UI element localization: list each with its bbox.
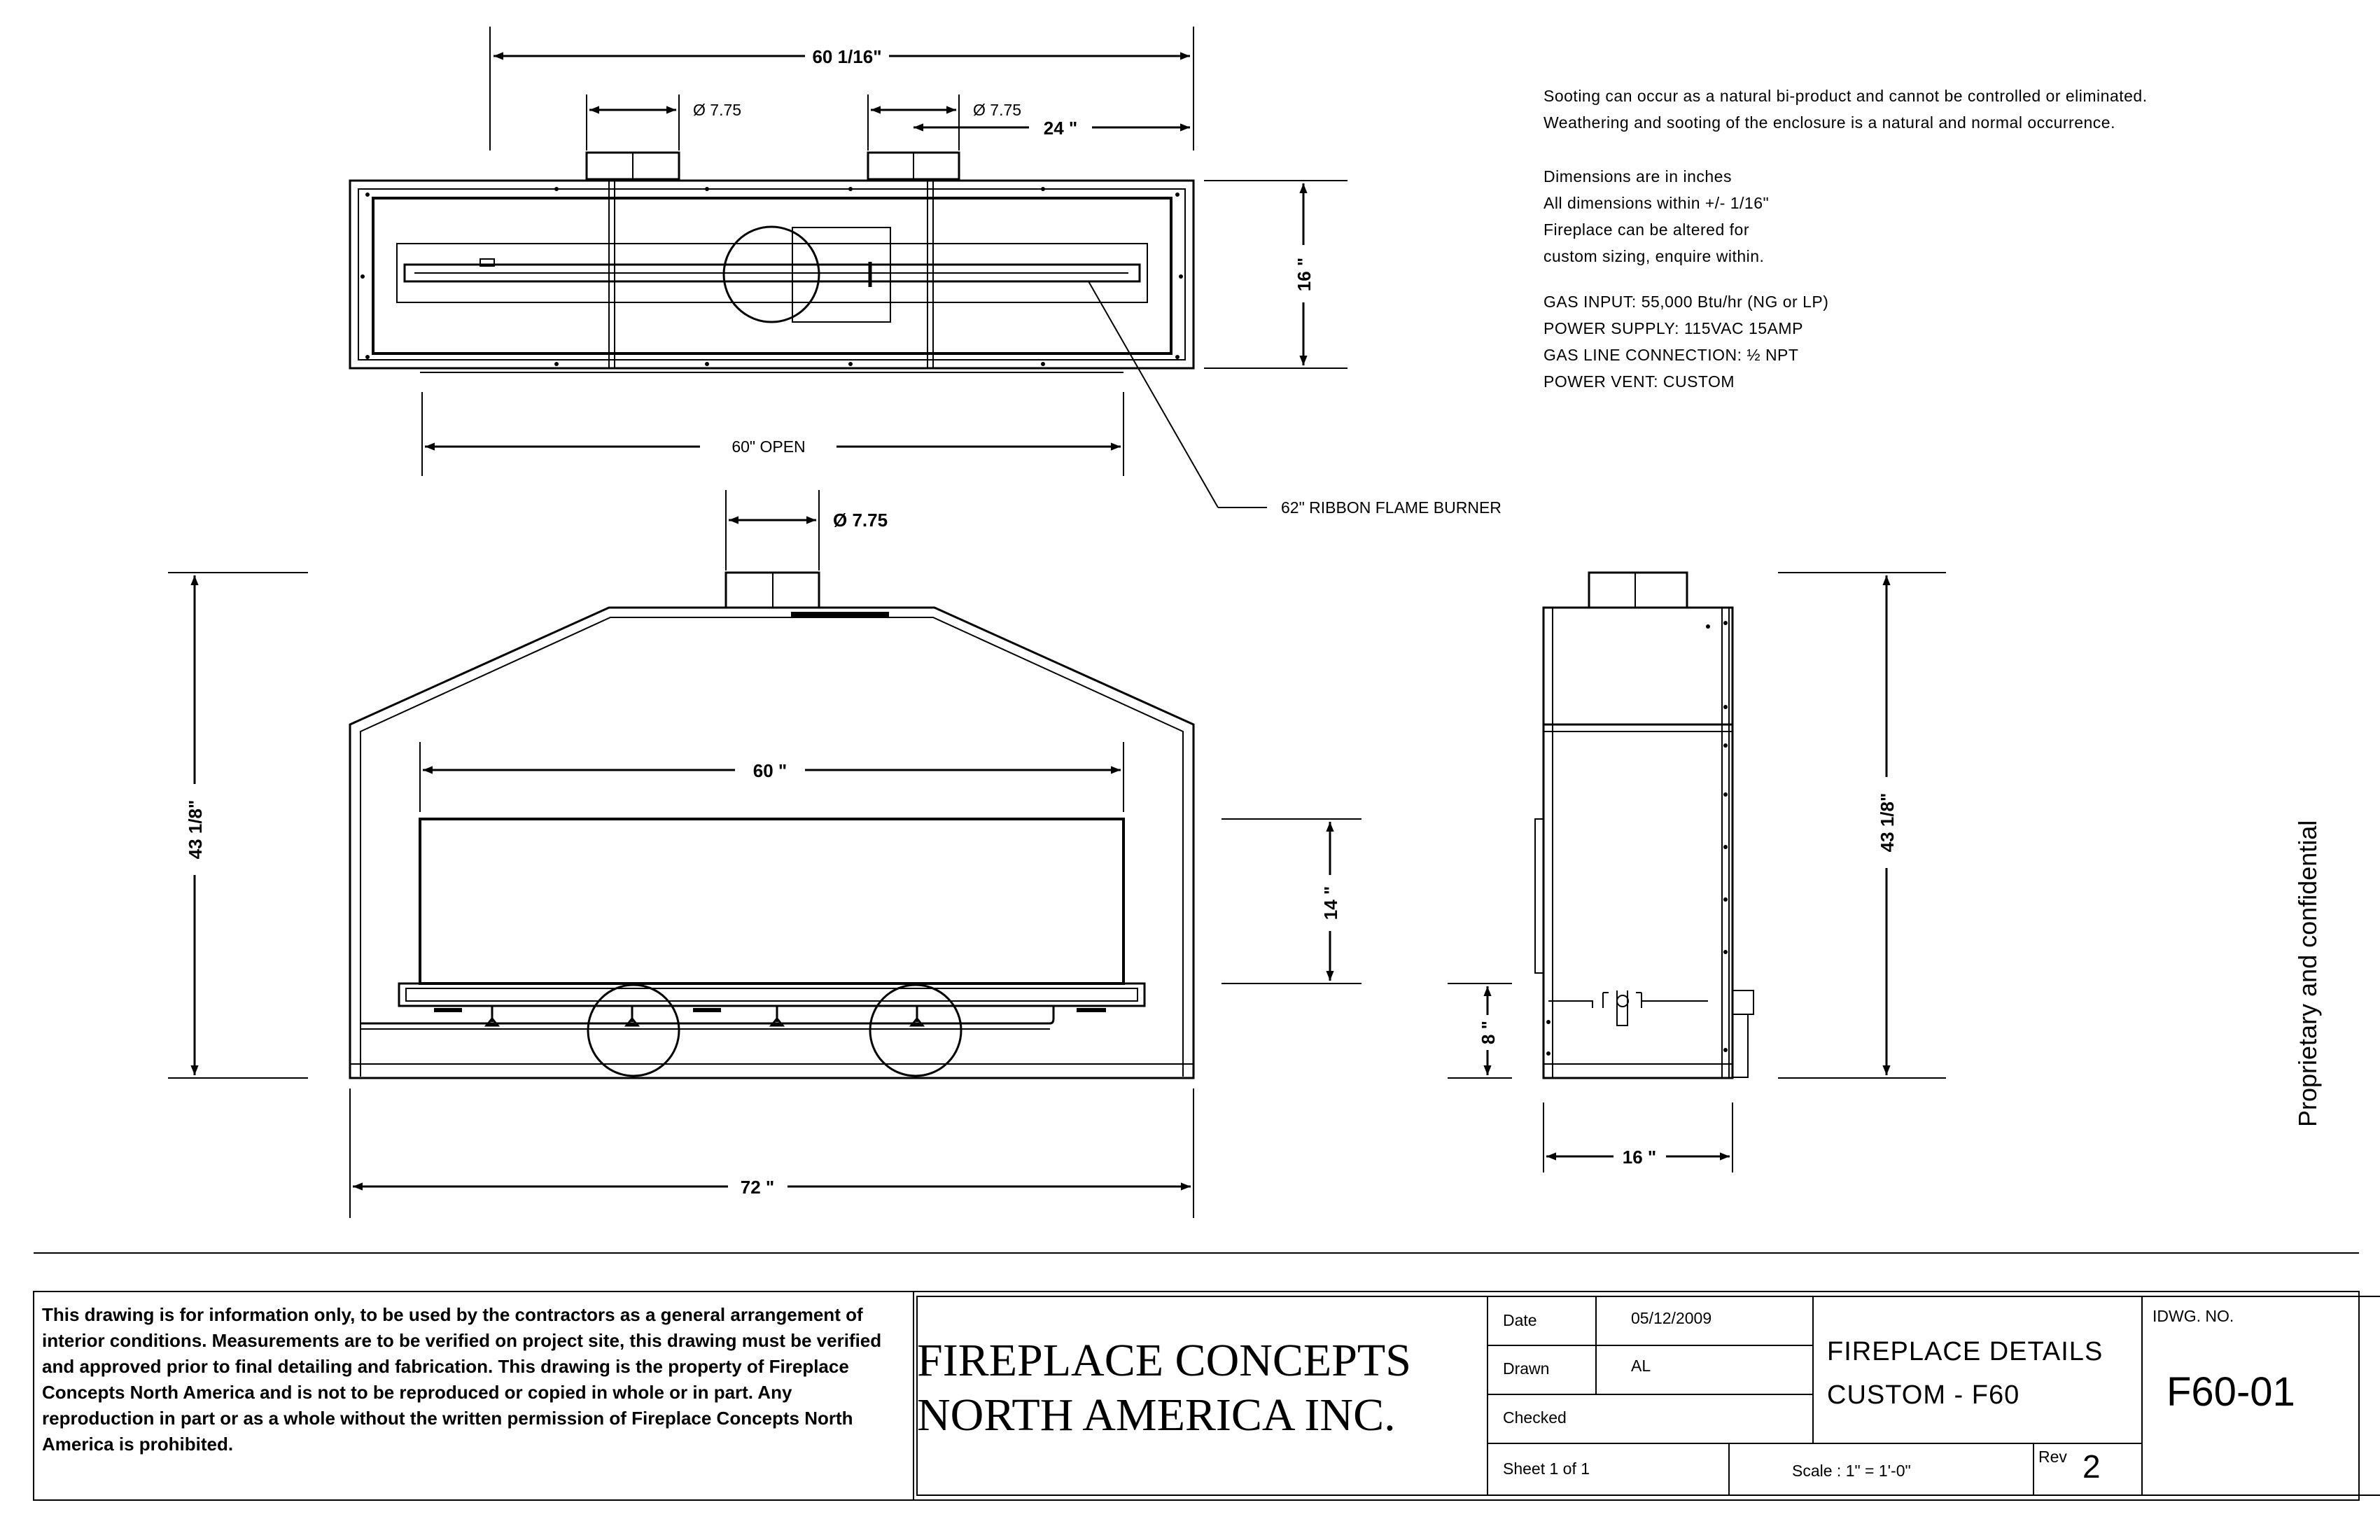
gas-line: GAS LINE CONNECTION: ½ NPT xyxy=(1544,346,1799,364)
top-view: 60 1/16" Ø 7.75 Ø 7.75 24 " xyxy=(349,27,1502,517)
dwg-no-label: IDWG. NO. xyxy=(2152,1307,2234,1325)
dims-line-2: All dimensions within +/- 1/16" xyxy=(1544,194,1770,212)
drawn-value: AL xyxy=(1631,1357,1651,1375)
project-line-1: FIREPLACE DETAILS xyxy=(1827,1337,2104,1366)
dwg-no: F60-01 xyxy=(2166,1369,2295,1415)
sheet-number: Sheet 1 of 1 xyxy=(1503,1460,1590,1478)
sooting-line-2: Weathering and sooting of the enclosure … xyxy=(1544,113,2115,132)
project-line-2: CUSTOM - F60 xyxy=(1827,1380,2020,1410)
dim-side-height: 43 1/8" xyxy=(1877,793,1898,853)
scale: Scale : 1" = 1'-0" xyxy=(1792,1462,1911,1480)
dim-front-opening-height: 14 " xyxy=(1320,886,1341,920)
dim-front-overall-width: 72 " xyxy=(741,1177,774,1198)
company-name: FIREPLACE CONCEPTS NORTH AMERICA INC. xyxy=(917,1334,1470,1443)
burner-callout: 62" RIBBON FLAME BURNER xyxy=(1281,498,1502,517)
spec-notes: GAS INPUT: 55,000 Btu/hr (NG or LP) POWE… xyxy=(1544,288,1828,395)
dims-line-4: custom sizing, enquire within. xyxy=(1544,247,1765,265)
side-view: 43 1/8" 8 " 16 " xyxy=(1448,571,1946,1172)
disclaimer-text: This drawing is for information only, to… xyxy=(42,1304,882,1455)
company-line-2: NORTH AMERICA INC. xyxy=(917,1390,1396,1441)
rev-value: 2 xyxy=(2082,1448,2101,1485)
dim-top-depth: 16 " xyxy=(1294,258,1315,291)
dim-front-vent-dia: Ø 7.75 xyxy=(833,510,888,531)
power-vent: POWER VENT: CUSTOM xyxy=(1544,372,1735,391)
sooting-line-1: Sooting can occur as a natural bi-produc… xyxy=(1544,87,2148,105)
rev-label: Rev xyxy=(2038,1448,2067,1466)
power-supply: POWER SUPPLY: 115VAC 15AMP xyxy=(1544,319,1803,337)
dim-side-base-height: 8 " xyxy=(1478,1021,1499,1044)
date-value: 05/12/2009 xyxy=(1631,1309,1712,1327)
date-label: Date xyxy=(1503,1311,1537,1329)
dim-top-vent-dia-2: Ø 7.75 xyxy=(973,101,1021,119)
front-view: Ø 7.75 43 1/8" 60 " xyxy=(168,490,1362,1218)
dim-front-height: 43 1/8" xyxy=(185,800,206,860)
checked-label: Checked xyxy=(1503,1408,1567,1427)
dim-front-opening-width: 60 " xyxy=(753,760,787,781)
dim-side-depth: 16 " xyxy=(1623,1147,1656,1168)
sooting-note: Sooting can occur as a natural bi-produc… xyxy=(1544,83,2148,136)
dim-top-opening: 60" OPEN xyxy=(732,438,805,456)
dim-top-vent-offset: 24 " xyxy=(1044,118,1077,139)
drawn-label: Drawn xyxy=(1503,1359,1550,1378)
gas-input: GAS INPUT: 55,000 Btu/hr (NG or LP) xyxy=(1544,293,1829,311)
title-block-frame xyxy=(33,1252,2380,1501)
dim-top-overall-width: 60 1/16" xyxy=(812,46,881,67)
company-line-1: FIREPLACE CONCEPTS xyxy=(917,1335,1411,1386)
proprietary-caption: Proprietary and confidential xyxy=(2293,820,2322,1127)
dimension-notes: Dimensions are in inches All dimensions … xyxy=(1544,163,1769,270)
dims-line-1: Dimensions are in inches xyxy=(1544,167,1732,186)
dim-top-vent-dia-1: Ø 7.75 xyxy=(693,101,741,119)
dims-line-3: Fireplace can be altered for xyxy=(1544,220,1749,239)
